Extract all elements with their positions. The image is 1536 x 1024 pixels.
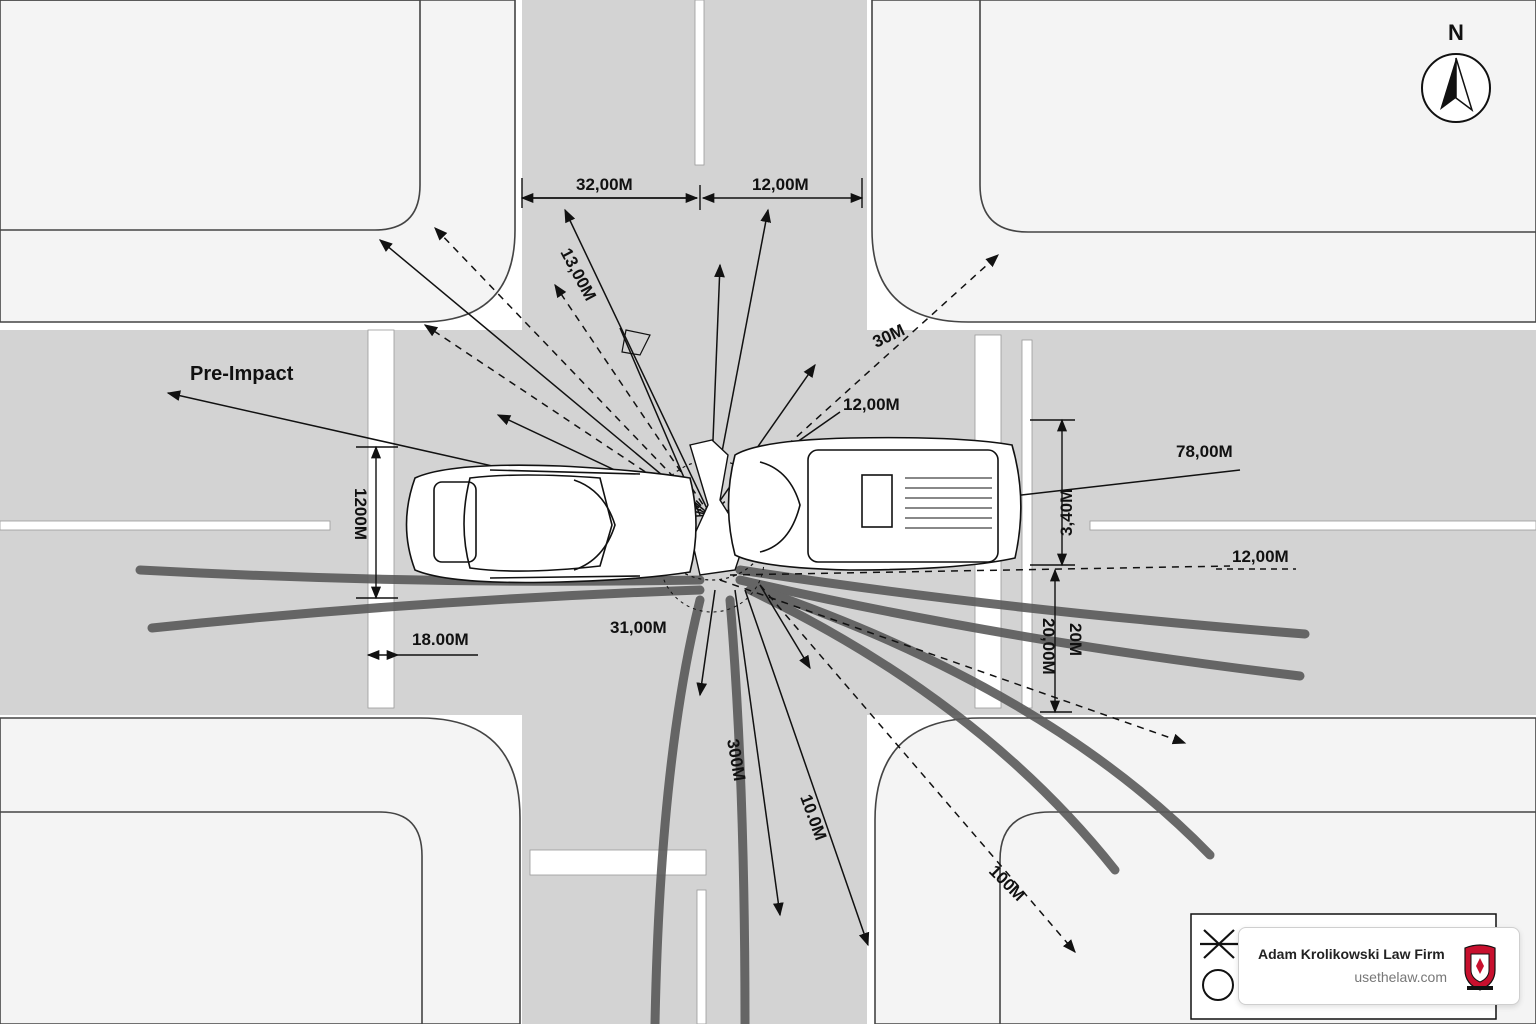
firm-crest-logo xyxy=(1464,944,1496,991)
vehicle-suv xyxy=(727,436,1022,571)
dimension-lines xyxy=(356,178,1296,714)
measure-impact-radius: 31,00M xyxy=(610,618,667,637)
firm-name: Adam Krolikowski Law Firm xyxy=(1258,946,1445,962)
measure-right-lower-a: 20M xyxy=(1066,623,1085,656)
watermark-card: Adam Krolikowski Law Firm usethelaw.com xyxy=(1238,927,1520,1005)
measure-top-left: 32,00M xyxy=(576,175,633,194)
compass-north-label: N xyxy=(1448,20,1464,45)
measure-right-lane: 12,00M xyxy=(1232,547,1289,566)
compass: N xyxy=(1421,20,1491,123)
vehicle-sedan xyxy=(405,464,697,584)
measure-left-lane-width: 1200M xyxy=(351,488,370,540)
measure-vehicle-height: 3,40M xyxy=(1057,489,1076,536)
circle-icon xyxy=(1202,969,1234,1001)
cross-star-icon xyxy=(1200,929,1238,959)
firm-website: usethelaw.com xyxy=(1354,969,1447,985)
measure-right-lower-b: 20,00M xyxy=(1039,618,1058,675)
measure-top-right: 12,00M xyxy=(752,175,809,194)
measure-crosswalk: 18.00M xyxy=(412,630,469,649)
skid-marks xyxy=(135,565,1310,1024)
pre-impact-label: Pre-Impact xyxy=(190,363,294,385)
measure-right-vehicle: 78,00M xyxy=(1176,442,1233,461)
measure-center-upper: 12,00M xyxy=(843,395,900,414)
